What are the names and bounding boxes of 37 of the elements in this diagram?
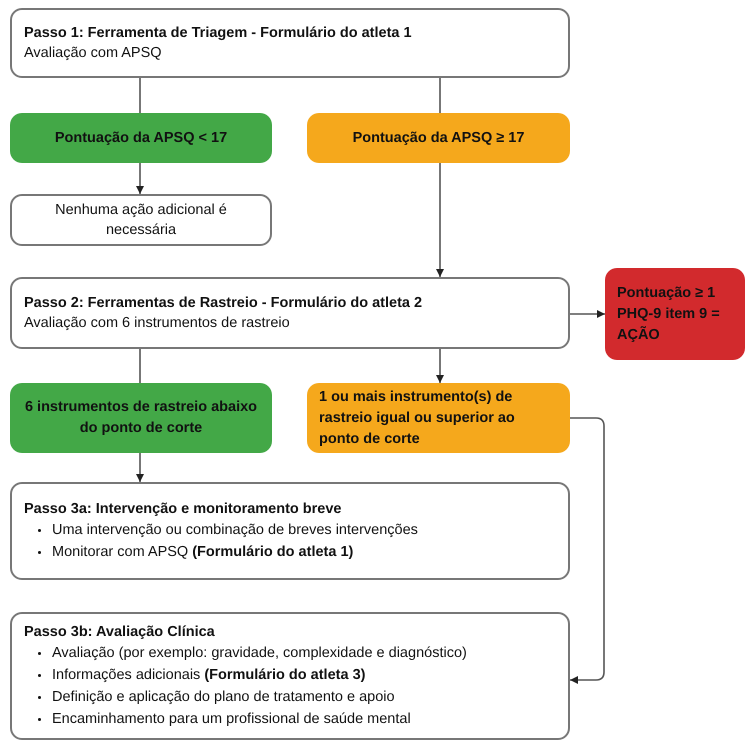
bullet-item: Definição e aplicação do plano de tratamento e apoio: [24, 686, 556, 708]
arrow: [136, 163, 144, 194]
step-heading: Passo 3b: Avaliação Clínica: [24, 622, 216, 642]
outcome-text: Nenhuma ação adicional é necessária: [54, 201, 228, 240]
result-text: 1 ou mais instrumento(s) de rastreio igual ou superior ao ponto de corte: [319, 388, 516, 448]
arrow: [436, 163, 444, 277]
result-text: Pontuação da APSQ < 17: [54, 128, 228, 148]
step-description: Avaliação com 6 instrumentos de rastreio: [24, 314, 291, 332]
result-text: Pontuação ≥ 1 PHQ-9 item 9 = AÇÃO: [617, 284, 721, 344]
bullet-item: Monitorar com APSQ (Formulário do atleta 1): [24, 540, 556, 562]
step-heading: Passo 3a: Intervenção e monitoramento breve: [24, 500, 342, 518]
process-box: [10, 482, 570, 580]
arrow: [436, 349, 444, 383]
step-description: Avaliação com APSQ: [24, 44, 163, 62]
decision-result-box: [307, 383, 570, 453]
process-box: [10, 612, 570, 740]
bullet-item: Informações adicionais (Formulário do atleta 3): [24, 664, 556, 686]
connector-line: [139, 349, 141, 383]
arrow: [136, 453, 144, 482]
outcome-box: [10, 194, 272, 246]
bullet-item: Encaminhamento para um profissional de saúde mental: [24, 708, 556, 730]
step-heading: Passo 2: Ferramentas de Rastreio - Formulário do atleta 2: [24, 294, 424, 312]
arrow: [570, 310, 605, 318]
connector-line: [439, 78, 441, 113]
result-text: Pontuação da APSQ ≥ 17: [352, 128, 526, 148]
bullet-item: Avaliação (por exemplo: gravidade, complexidade e diagnóstico): [24, 642, 556, 664]
decision-result-box: [307, 113, 570, 163]
decision-result-box: [10, 113, 272, 163]
process-box: [10, 8, 570, 78]
decision-result-box: [10, 383, 272, 453]
alert-box: [605, 268, 745, 360]
step-heading: Passo 1: Ferramenta de Triagem - Formulário do atleta 1: [24, 24, 413, 42]
result-text: 6 instrumentos de rastreio abaixo do ponto de corte: [24, 398, 258, 438]
bullet-item: Uma intervenção ou combinação de breves intervenções: [24, 518, 556, 540]
arrow: [570, 417, 605, 684]
connector-line: [139, 78, 141, 113]
process-box: [10, 277, 570, 349]
